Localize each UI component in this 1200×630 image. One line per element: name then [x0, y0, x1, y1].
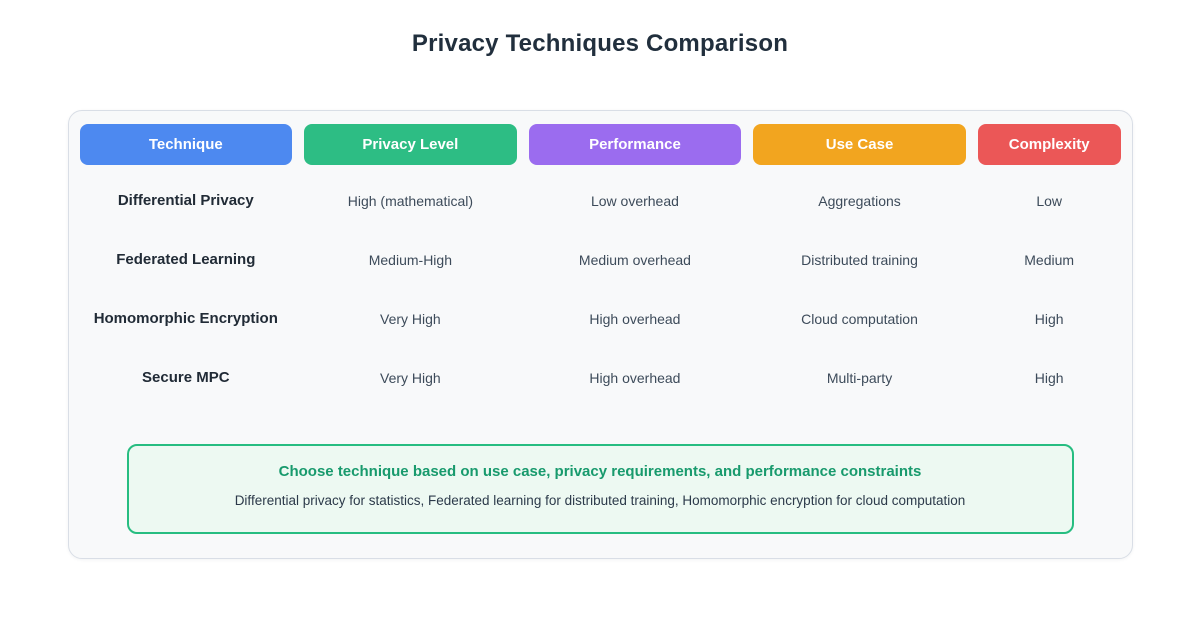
table-body: Differential Privacy High (mathematical)…	[80, 171, 1121, 407]
cell-technique: Secure MPC	[142, 369, 230, 386]
page-title: Privacy Techniques Comparison	[411, 30, 789, 57]
column-header-use-case: Use Case	[753, 124, 966, 165]
comparison-card: Technique Privacy Level Performance Use …	[67, 110, 1133, 559]
cell-privacy-level: Medium-High	[368, 251, 452, 268]
recommendation-note: Choose technique based on use case, priv…	[126, 444, 1074, 534]
column-header-privacy-level: Privacy Level	[304, 124, 517, 165]
cell-use-case: Cloud computation	[801, 310, 918, 327]
cell-technique: Federated Learning	[116, 251, 256, 268]
cell-privacy-level: Very High	[380, 310, 441, 327]
cell-use-case: Distributed training	[801, 251, 918, 268]
column-header-complexity: Complexity	[977, 124, 1121, 165]
cell-performance: High overhead	[589, 310, 681, 327]
note-title: Choose technique based on use case, priv…	[278, 463, 922, 480]
cell-performance: High overhead	[589, 369, 681, 386]
table-row: Federated Learning Medium-High Medium ov…	[80, 230, 1121, 289]
table-row: Differential Privacy High (mathematical)…	[80, 171, 1121, 230]
note-subtitle: Differential privacy for statistics, Fed…	[234, 493, 966, 508]
cell-privacy-level: High (mathematical)	[347, 192, 473, 209]
cell-privacy-level: Very High	[380, 369, 441, 386]
cell-complexity: High	[1034, 310, 1064, 327]
table-row: Homomorphic Encryption Very High High ov…	[80, 289, 1121, 348]
cell-complexity: Low	[1036, 192, 1063, 209]
cell-use-case: Multi-party	[826, 369, 893, 386]
cell-technique: Differential Privacy	[117, 192, 254, 209]
cell-use-case: Aggregations	[818, 192, 901, 209]
cell-performance: Low overhead	[590, 192, 679, 209]
cell-complexity: Medium	[1024, 251, 1075, 268]
column-header-performance: Performance	[528, 124, 742, 165]
cell-complexity: High	[1034, 369, 1064, 386]
cell-technique: Homomorphic Encryption	[93, 310, 278, 327]
table-header-row: Technique Privacy Level Performance Use …	[79, 124, 1121, 165]
table-row: Secure MPC Very High High overhead Multi…	[80, 348, 1121, 407]
cell-performance: Medium overhead	[578, 251, 691, 268]
column-header-technique: Technique	[79, 124, 293, 165]
